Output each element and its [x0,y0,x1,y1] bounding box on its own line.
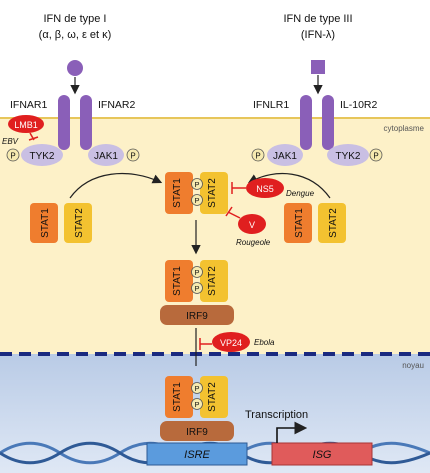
activation-arrow [247,172,331,199]
il10r2-label: IL-10R2 [340,99,378,111]
stat2-label: STAT2 [207,178,218,208]
stat1-isgf3 [165,260,193,302]
phosphate-icon [126,148,140,162]
ifn-type3-title: IFN de type III [283,13,352,25]
ifnar2-receptor [80,95,92,150]
ns5-viral-protein [246,178,284,198]
ifn-type3-subtitle: (IFN-λ) [301,29,335,41]
jak1-label: JAK1 [273,151,297,162]
stat1-phosphorylated [165,172,193,214]
phosphate-icon [6,148,20,162]
ns5-label: NS5 [256,184,274,194]
ebola-label: Ebola [254,338,275,347]
stat2-inactive-right [318,203,346,243]
phosphate-icon [369,148,383,162]
transcription-label: Transcription [245,409,308,421]
phosphate-label: P [194,284,199,293]
ebv-label: EBV [2,137,19,146]
jak1-label: JAK1 [94,151,118,162]
lmb1-label: LMB1 [14,120,38,130]
stat1-label: STAT1 [172,382,183,412]
tyk2-kinase-right [327,144,369,166]
irf9-nucleus [160,421,234,441]
phosphate-icon [191,398,203,410]
phosphate-label: P [194,268,199,277]
ifn-type3-ligand-icon [311,60,325,74]
stat1-label: STAT1 [294,208,305,238]
isre-element [146,442,248,466]
phosphate-icon [191,194,203,206]
vp24-label: VP24 [220,338,242,348]
phosphate-icon [191,382,203,394]
activation-arrow [69,172,163,199]
phosphate-label: P [194,400,199,409]
vp24-viral-protein [212,332,250,352]
ifnlr1-receptor [300,95,312,150]
phosphate-icon [191,178,203,190]
inhibition-bar [225,206,233,217]
ifn-type1-ligand-icon [67,60,83,76]
cytoplasm-label: cytoplasme [384,124,425,133]
tyk2-label: TYK2 [335,151,360,162]
stat1-inactive-left [30,203,58,243]
rougeole-label: Rougeole [236,238,271,247]
dengue-label: Dengue [286,189,315,198]
stat2-inactive-left [64,203,92,243]
stat1-nucleus [165,376,193,418]
nucleus-label: noyau [402,361,424,370]
lmb1-viral-protein [8,115,44,133]
ifnar1-receptor [58,95,70,150]
stat2-isgf3 [200,260,228,302]
v-label: V [249,220,255,230]
transcription-arrow-icon [276,421,308,443]
ifnlr1-label: IFNLR1 [253,99,289,111]
jak1-kinase-left [88,144,124,166]
phosphate-label: P [194,384,199,393]
phosphate-icon [191,266,203,278]
v-viral-protein [238,214,266,234]
inhibition-line [227,211,241,219]
stat2-label: STAT2 [328,208,339,238]
phosphate-label: P [130,152,135,161]
ifnar2-label: IFNAR2 [98,99,136,111]
inhibition-icon [28,132,39,141]
phosphate-label: P [194,180,199,189]
stat1-label: STAT1 [172,178,183,208]
irf9-label: IRF9 [186,427,208,438]
phosphate-icon [251,148,265,162]
ifnar1-label: IFNAR1 [10,99,48,111]
stat2-label: STAT2 [207,266,218,296]
tyk2-kinase-left [21,144,63,166]
isg-label: ISG [313,449,332,461]
phosphate-label: P [255,152,260,161]
phosphate-icon [191,282,203,294]
isg-gene [271,442,373,466]
stat2-label: STAT2 [207,382,218,412]
phosphate-label: P [194,196,199,205]
stat1-inactive-right [284,203,312,243]
phosphate-label: P [10,152,15,161]
irf9-label: IRF9 [186,311,208,322]
stat1-label: STAT1 [40,208,51,238]
phosphate-label: P [373,152,378,161]
il10r2-receptor [322,95,334,150]
stat2-phosphorylated [200,172,228,214]
jak1-kinase-right [267,144,303,166]
ifn-type1-title: IFN de type I [44,13,107,25]
ifn-type1-subtitle: (α, β, ω, ε et κ) [39,29,112,41]
irf9-cytoplasm [160,305,234,325]
stat1-label: STAT1 [172,266,183,296]
extracellular-space [0,0,430,118]
isre-label: ISRE [184,449,210,461]
stat2-label: STAT2 [74,208,85,238]
tyk2-label: TYK2 [29,151,54,162]
stat2-nucleus [200,376,228,418]
